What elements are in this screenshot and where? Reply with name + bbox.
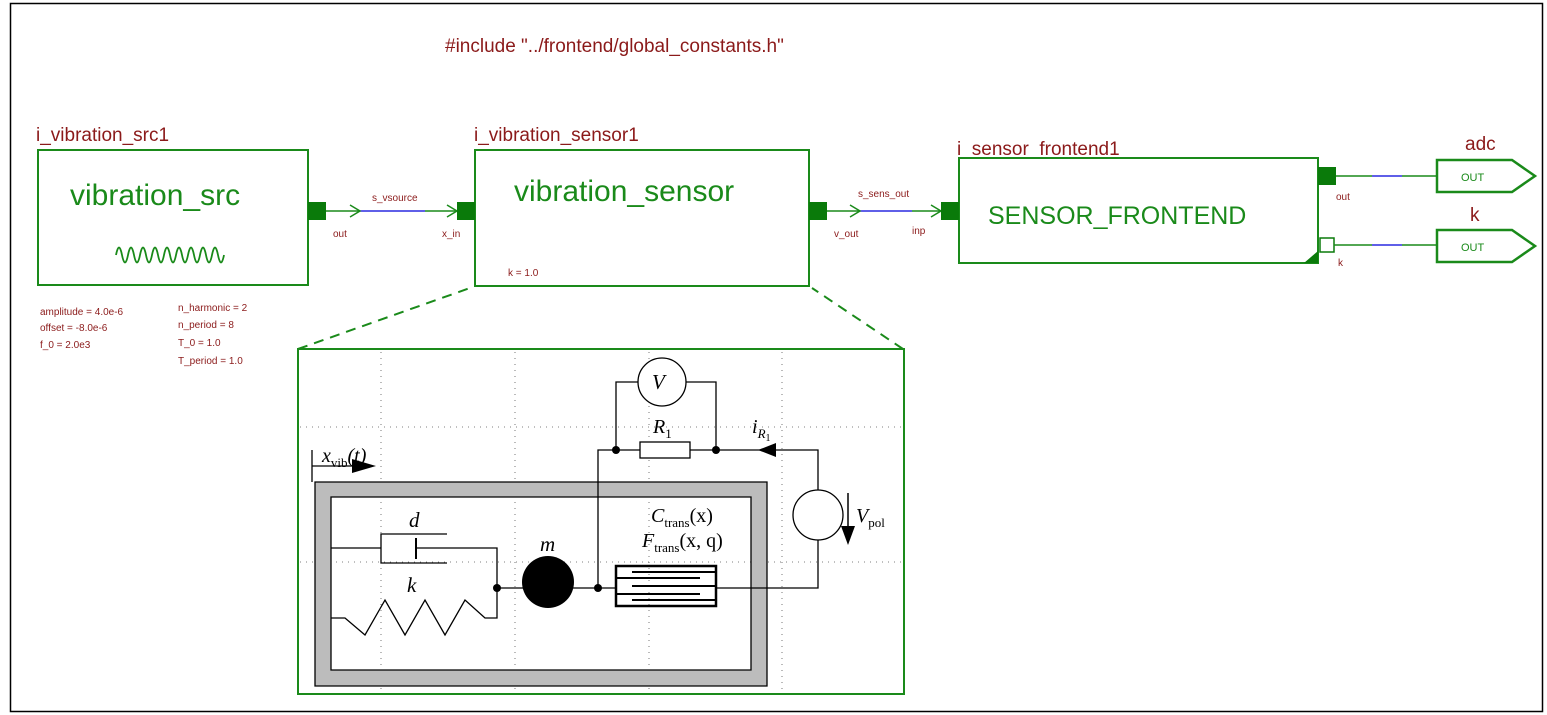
block-type-label-frontend: SENSOR_FRONTEND [988, 202, 1246, 230]
voltmeter-icon [637, 357, 687, 407]
instance-name-src: i_vibration_src1 [36, 125, 169, 146]
spring-label: k [407, 573, 417, 597]
svg-text:Ctrans(x): Ctrans(x) [651, 505, 713, 530]
arrow-icon [849, 204, 862, 218]
param-offset: offset = -8.0e-6 [40, 323, 108, 334]
r1-symbol: R [652, 416, 665, 438]
zoom-line-right [811, 287, 904, 350]
port-adc[interactable]: adc OUT [1435, 134, 1538, 194]
arrow-icon [758, 443, 776, 457]
f-trans-subscript: trans [654, 540, 679, 555]
block-body-src[interactable] [37, 149, 309, 286]
port-label-adc: OUT [1461, 172, 1485, 184]
x-vib-arg: (t) [348, 445, 367, 467]
port-k[interactable]: k OUT [1435, 205, 1538, 264]
current-subsubscript: 1 [766, 433, 771, 444]
port-name-adc: adc [1465, 134, 1496, 155]
vpol-subscript: pol [868, 515, 885, 530]
block-body-frontend[interactable] [958, 157, 1319, 264]
src-parameters: amplitude = 4.0e-6 offset = -8.0e-6 f_0 … [40, 303, 248, 367]
signal-label-s-sens-out: s_sens_out [858, 189, 909, 200]
svg-text:Ftrans(x, q): Ftrans(x, q) [641, 530, 723, 555]
x-vib-indicator: xvib(t) [311, 445, 376, 482]
svg-text:xvib(t): xvib(t) [321, 445, 367, 470]
vpol-symbol: V [856, 505, 871, 527]
detail-inset: xvib(t) d k m Ctrans(x) F [297, 348, 905, 695]
canvas-frame [9, 2, 1544, 713]
svg-text:iR1: iR1 [752, 416, 771, 444]
include-directive: #include "../frontend/global_constants.h… [445, 36, 784, 57]
voltmeter-label: V [652, 370, 667, 394]
arrow-icon [352, 459, 376, 473]
param-f0: f_0 = 2.0e3 [40, 340, 91, 351]
pin-label-frontend-out: out [1336, 192, 1350, 203]
c-trans-symbol: C [651, 505, 665, 527]
current-subscript: R [757, 426, 766, 441]
pin-sensor-in[interactable] [457, 202, 475, 220]
pin-label-frontend-in: inp [912, 226, 926, 237]
port-name-k: k [1470, 205, 1480, 226]
circuit-wires [597, 381, 819, 589]
signal-label-s-vsource: s_vsource [372, 193, 418, 204]
param-n-period: n_period = 8 [178, 320, 234, 331]
c-trans-subscript: trans [664, 515, 689, 530]
housing-frame [314, 481, 768, 687]
f-trans-arg: (x, q) [680, 530, 723, 552]
param-T-period: T_period = 1.0 [178, 356, 243, 367]
param-T0: T_0 = 1.0 [178, 338, 221, 349]
c-trans-arg: (x) [690, 505, 713, 527]
zoom-line-left [297, 287, 471, 350]
r1-subscript: 1 [665, 426, 672, 441]
pin-sensor-out[interactable] [809, 202, 827, 220]
mass-icon [522, 556, 574, 608]
block-type-label-src: vibration_src [70, 179, 240, 212]
instance-name-frontend: i_sensor_frontend1 [957, 139, 1120, 160]
param-amplitude: amplitude = 4.0e-6 [40, 307, 124, 318]
transducer-icon [614, 564, 718, 608]
instance-name-sensor: i_vibration_sensor1 [474, 125, 639, 146]
port-shape-adc[interactable] [1435, 158, 1538, 194]
corner-marker-icon [1304, 251, 1318, 263]
pin-src-out[interactable] [308, 202, 326, 220]
svg-text:Vpol: Vpol [856, 505, 885, 530]
junction-dot [612, 446, 620, 454]
spring-icon [331, 588, 498, 637]
param-sensor-k: k = 1.0 [508, 268, 539, 279]
port-label-k: OUT [1461, 242, 1485, 254]
damper-label: d [409, 508, 420, 532]
wire-s-vsource[interactable]: s_vsource [326, 193, 459, 218]
block-vibration-src[interactable]: i_vibration_src1 vibration_src out [36, 125, 347, 286]
mass-label: m [540, 532, 555, 556]
x-vib-symbol: x [321, 445, 331, 467]
current-symbol: i [752, 416, 758, 438]
block-type-label-sensor: vibration_sensor [514, 175, 734, 208]
voltage-source-icon [792, 489, 844, 541]
f-trans-symbol: F [641, 530, 655, 552]
arrow-icon [349, 204, 362, 218]
resistor-icon [639, 441, 691, 459]
block-vibration-sensor[interactable]: i_vibration_sensor1 vibration_sensor x_i… [442, 125, 859, 287]
block-sensor-frontend[interactable]: i_sensor_frontend1 SENSOR_FRONTEND inp o… [912, 139, 1350, 269]
sine-wave-icon [115, 246, 225, 264]
pin-frontend-out[interactable] [1318, 167, 1336, 185]
pin-frontend-k[interactable] [1319, 237, 1335, 253]
junction-dot [493, 584, 501, 592]
block-body-sensor[interactable] [474, 149, 810, 287]
wire-s-sens-out[interactable]: s_sens_out [827, 189, 943, 218]
pin-label-sensor-in: x_in [442, 229, 460, 240]
port-shape-k[interactable] [1435, 228, 1538, 264]
arrow-icon [841, 526, 855, 545]
damper [331, 533, 498, 588]
pin-label-src-out: out [333, 229, 347, 240]
pin-label-frontend-k: k [1338, 258, 1344, 269]
pin-frontend-in[interactable] [941, 202, 959, 220]
grid-lines [300, 352, 902, 692]
param-n-harmonic: n_harmonic = 2 [178, 303, 248, 314]
svg-text:R1: R1 [652, 416, 672, 441]
x-vib-subscript: vib [331, 455, 348, 470]
junction-dot [712, 446, 720, 454]
pin-label-sensor-out: v_out [834, 229, 859, 240]
